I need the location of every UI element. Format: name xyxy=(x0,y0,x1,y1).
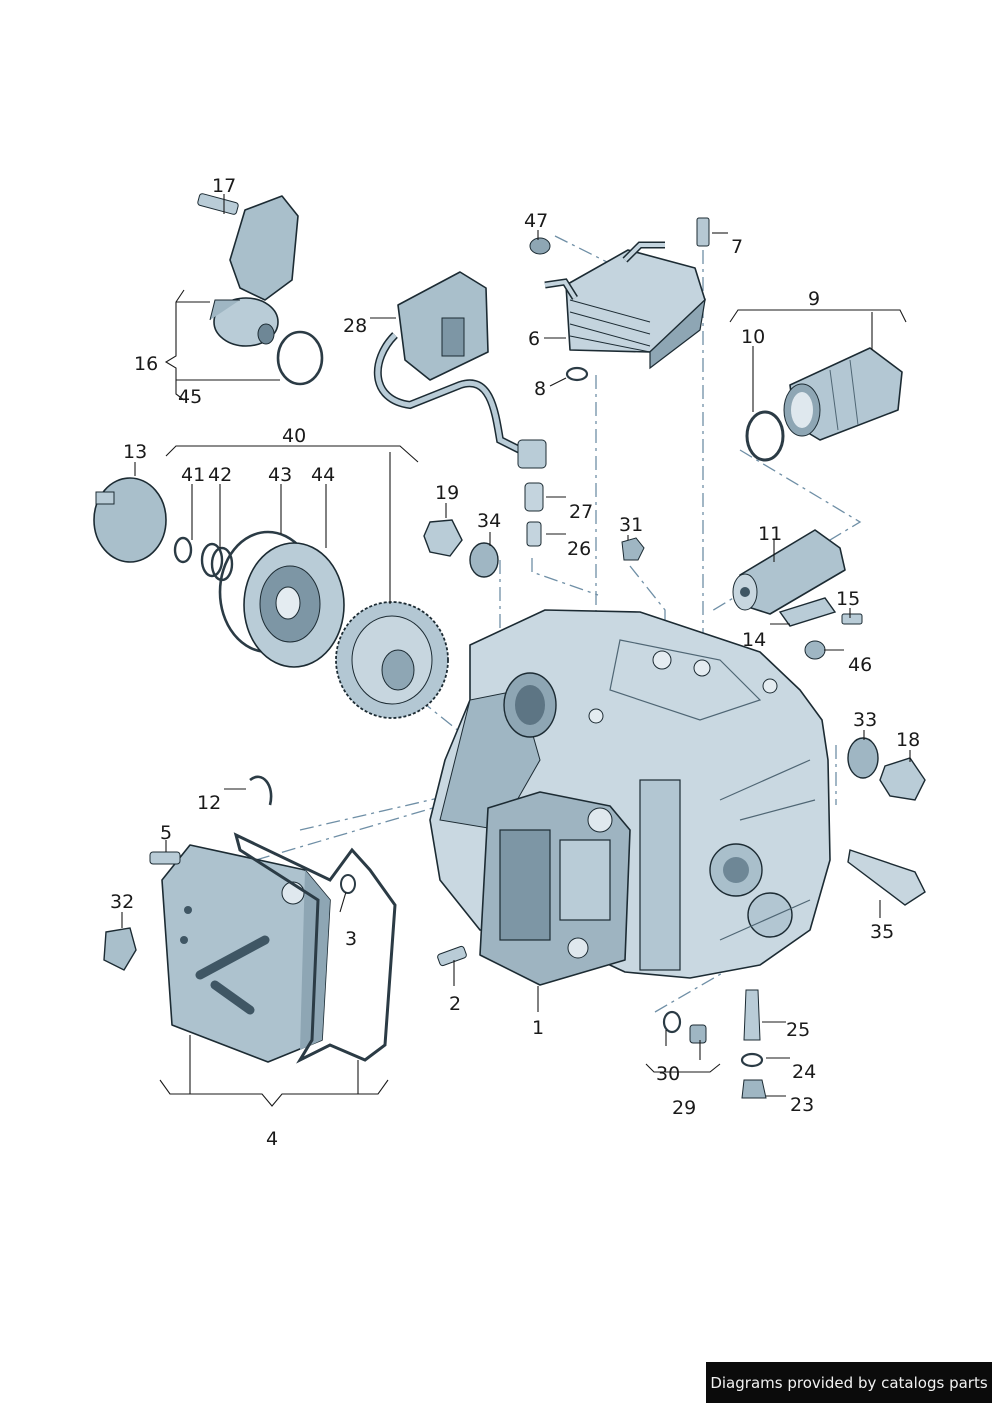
cap-19 xyxy=(423,519,463,557)
circlip-41 xyxy=(173,536,193,564)
callout-2: 2 xyxy=(449,993,461,1015)
o-ring-3 xyxy=(340,874,356,894)
callout-34: 34 xyxy=(477,510,501,532)
flange-18 xyxy=(879,757,926,801)
o-ring-10 xyxy=(745,410,785,462)
bolt-7 xyxy=(696,217,710,247)
callout-1: 1 xyxy=(532,1017,544,1039)
callout-12: 12 xyxy=(197,792,221,814)
bracket-14 xyxy=(778,597,837,627)
callout-9: 9 xyxy=(808,288,820,310)
hub-44 xyxy=(243,542,345,668)
pan-gasket xyxy=(233,832,397,1064)
sleeve-26 xyxy=(526,521,542,547)
callout-11: 11 xyxy=(758,523,782,545)
callout-47: 47 xyxy=(524,210,548,232)
clutch-cover-13 xyxy=(93,477,167,563)
callout-30: 30 xyxy=(656,1063,680,1085)
actuator-16 xyxy=(209,195,299,347)
clutch-pack xyxy=(335,601,449,719)
leader-lines xyxy=(121,194,911,1107)
seal-47 xyxy=(529,237,551,255)
filter-housing xyxy=(783,347,903,441)
callout-33: 33 xyxy=(853,709,877,731)
seal-33 xyxy=(847,737,879,779)
callout-29: 29 xyxy=(672,1097,696,1119)
callout-14: 14 xyxy=(742,629,766,651)
callout-32: 32 xyxy=(110,891,134,913)
callout-27: 27 xyxy=(569,501,593,523)
plug-31 xyxy=(621,537,645,561)
oil-pan xyxy=(161,844,331,1063)
callout-44: 44 xyxy=(311,464,335,486)
callout-41: 41 xyxy=(181,464,205,486)
callout-46: 46 xyxy=(848,654,872,676)
seal-34 xyxy=(469,542,499,578)
bolt-2 xyxy=(437,945,467,967)
plug-23 xyxy=(741,1079,767,1099)
callout-19: 19 xyxy=(435,482,459,504)
callout-8: 8 xyxy=(534,378,546,400)
oil-cooler xyxy=(544,241,706,370)
credit-footer: Diagrams provided by catalogs parts xyxy=(706,1362,992,1403)
callout-24: 24 xyxy=(792,1061,816,1083)
callout-10: 10 xyxy=(741,326,765,348)
mechatronic-unit xyxy=(479,791,631,986)
callout-7: 7 xyxy=(731,236,743,258)
seal-24 xyxy=(740,1052,764,1068)
clip-12 xyxy=(249,775,273,806)
seal-8 xyxy=(565,366,589,382)
sensor-27 xyxy=(524,482,544,512)
callout-26: 26 xyxy=(567,538,591,560)
callout-42: 42 xyxy=(208,464,232,486)
plug-29 xyxy=(689,1024,707,1044)
callout-3: 3 xyxy=(345,928,357,950)
callout-40: 40 xyxy=(282,425,306,447)
callout-16: 16 xyxy=(134,353,158,375)
callout-4: 4 xyxy=(266,1128,278,1150)
callout-17: 17 xyxy=(212,175,236,197)
callout-13: 13 xyxy=(123,441,147,463)
callout-35: 35 xyxy=(870,921,894,943)
callout-31: 31 xyxy=(619,514,643,536)
bolt-15 xyxy=(841,613,863,625)
control-unit xyxy=(373,271,547,469)
bolt-17 xyxy=(197,193,239,215)
seal-30 xyxy=(662,1010,682,1034)
callout-28: 28 xyxy=(343,315,367,337)
callout-45: 45 xyxy=(178,386,202,408)
callout-43: 43 xyxy=(268,464,292,486)
callout-23: 23 xyxy=(790,1094,814,1116)
plug-46 xyxy=(804,640,826,660)
oil-filter xyxy=(732,529,846,615)
cap-32 xyxy=(103,927,137,971)
o-ring-45 xyxy=(276,330,324,386)
callout-18: 18 xyxy=(896,729,920,751)
callout-15: 15 xyxy=(836,588,860,610)
callout-6: 6 xyxy=(528,328,540,350)
callout-25: 25 xyxy=(786,1019,810,1041)
callout-labels: 17 16 45 47 7 28 6 8 9 10 13 40 41 42 43… xyxy=(110,175,920,1150)
callout-5: 5 xyxy=(160,822,172,844)
dipstick-tube-25 xyxy=(743,989,761,1041)
bolt-5 xyxy=(149,851,181,865)
credit-text: Diagrams provided by catalogs parts xyxy=(710,1373,988,1392)
sealant-tube-35 xyxy=(847,849,926,906)
